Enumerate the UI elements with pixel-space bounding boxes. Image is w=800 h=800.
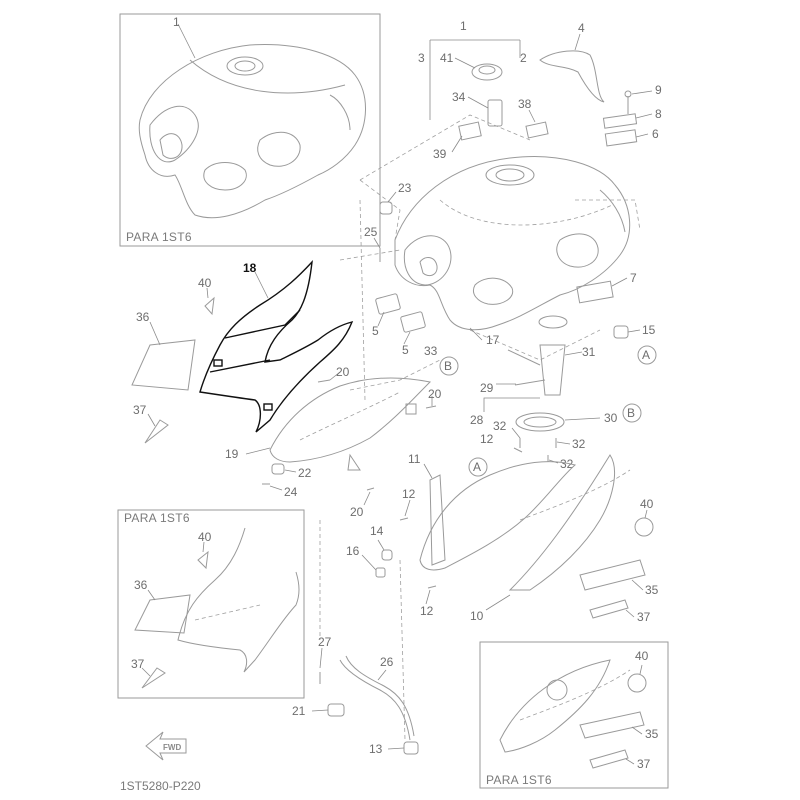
callout-label: 11 bbox=[408, 452, 421, 466]
callout-label: 32 bbox=[572, 437, 586, 451]
callout-label: 5 bbox=[372, 324, 379, 338]
bottom-left-inset-drawing: 40 36 37 bbox=[131, 527, 300, 689]
callout-label: 4 bbox=[578, 21, 585, 35]
callout-label: 8 bbox=[655, 107, 662, 121]
callout-label: 24 bbox=[284, 485, 298, 499]
callout-label: 20 bbox=[428, 387, 442, 401]
callout-label: 38 bbox=[518, 97, 532, 111]
callout-label: 35 bbox=[645, 727, 659, 741]
callout-label: 20 bbox=[350, 505, 364, 519]
fwd-arrow-badge: FWD bbox=[145, 731, 187, 761]
callout-label: 37 bbox=[131, 657, 145, 671]
inset-frame-top-left: PARA 1ST6 bbox=[119, 13, 381, 247]
callout-label: 10 bbox=[470, 609, 484, 623]
callout-label: 34 bbox=[452, 90, 466, 104]
callout-label: 40 bbox=[198, 276, 212, 290]
circle-ref-label: A bbox=[642, 348, 650, 362]
callout-label: 26 bbox=[380, 655, 394, 669]
diagram-part-number: 1ST5280-P220 bbox=[120, 779, 201, 793]
callout-label: 2 bbox=[520, 51, 527, 65]
left-decals: 40 36 37 bbox=[131, 276, 215, 444]
callout-label: 40 bbox=[635, 649, 649, 663]
circle-ref-label: B bbox=[444, 359, 452, 373]
callout-label: 23 bbox=[398, 181, 412, 195]
callout-label: 13 bbox=[369, 742, 383, 756]
callout-label: 16 bbox=[346, 544, 360, 558]
circle-references: A B A B bbox=[439, 345, 657, 477]
callout-label: 1 bbox=[173, 15, 180, 29]
highlighted-callout: 18 bbox=[243, 261, 257, 275]
small-parts-top-right: 4 41 34 38 39 9 8 6 1 2 3 bbox=[418, 19, 662, 161]
callout-label: 20 bbox=[336, 365, 350, 379]
highlighted-cover-part: 18 bbox=[199, 259, 354, 433]
callout-label: 22 bbox=[298, 466, 312, 480]
main-tank-drawing bbox=[339, 114, 641, 401]
tank-side-parts: 23 25 7 15 5 5 33 17 31 29 28 30 bbox=[364, 181, 656, 471]
callout-label: 21 bbox=[292, 704, 306, 718]
callout-label: 28 bbox=[470, 413, 484, 427]
callout-label: 32 bbox=[493, 419, 507, 433]
callout-label: 36 bbox=[134, 578, 148, 592]
fwd-label: FWD bbox=[163, 743, 181, 752]
callout-label: 41 bbox=[440, 51, 454, 65]
callout-label: 37 bbox=[637, 610, 651, 624]
callout-label: 19 bbox=[225, 447, 239, 461]
inset-label: PARA 1ST6 bbox=[124, 511, 190, 525]
callout-label: 9 bbox=[655, 83, 662, 97]
side-panel-assembly: 20 20 19 22 24 20 bbox=[225, 365, 442, 519]
circle-ref-label: A bbox=[473, 460, 481, 474]
callout-label: 6 bbox=[652, 127, 659, 141]
callout-label: 40 bbox=[640, 497, 654, 511]
callout-label: 29 bbox=[480, 381, 494, 395]
callout-label: 25 bbox=[364, 225, 378, 239]
callout-label: 31 bbox=[582, 345, 596, 359]
callout-label: 39 bbox=[433, 147, 447, 161]
inset-frame-bottom-right: PARA 1ST6 bbox=[479, 641, 669, 789]
bottom-right-inset-drawing: 40 35 37 bbox=[499, 649, 659, 771]
fuel-tank-inset-drawing: 1 bbox=[138, 15, 366, 219]
right-panel-assembly: 11 12 14 16 12 10 40 35 37 bbox=[346, 452, 659, 624]
callout-label: 1 bbox=[460, 19, 467, 33]
callout-label: 12 bbox=[420, 604, 434, 618]
callout-label: 35 bbox=[645, 583, 659, 597]
callout-label: 32 bbox=[560, 457, 574, 471]
callout-label: 33 bbox=[424, 344, 438, 358]
callout-label: 36 bbox=[136, 310, 150, 324]
inset-label: PARA 1ST6 bbox=[486, 773, 552, 787]
circle-ref-label: B bbox=[627, 406, 635, 420]
callout-label: 17 bbox=[486, 333, 500, 347]
callout-label: 12 bbox=[480, 432, 494, 446]
callout-label: 37 bbox=[637, 757, 651, 771]
callout-label: 3 bbox=[418, 51, 425, 65]
callout-label: 15 bbox=[642, 323, 656, 337]
callout-label: 14 bbox=[370, 524, 384, 538]
callout-label: 37 bbox=[133, 403, 147, 417]
inset-frame-bottom-left: PARA 1ST6 bbox=[117, 509, 305, 699]
callout-label: 27 bbox=[318, 635, 332, 649]
callout-label: 40 bbox=[198, 530, 212, 544]
callout-label: 7 bbox=[630, 271, 637, 285]
hose-and-fasteners: 27 26 21 13 bbox=[292, 520, 419, 756]
callout-label: 12 bbox=[402, 487, 416, 501]
callout-label: 30 bbox=[604, 411, 618, 425]
callout-label: 5 bbox=[402, 343, 409, 357]
inset-label: PARA 1ST6 bbox=[126, 230, 192, 244]
